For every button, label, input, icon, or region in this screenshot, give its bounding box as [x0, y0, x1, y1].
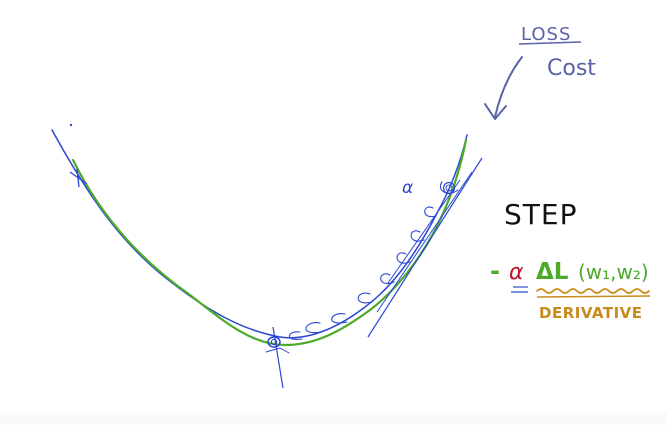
cost-label: Cost: [547, 56, 596, 81]
formula-alpha: α: [509, 260, 524, 285]
derivative-underline: [536, 295, 651, 298]
loss-underline: [518, 41, 582, 45]
alpha-label: α: [402, 178, 413, 198]
loss-label: LOSS: [521, 24, 571, 45]
minus-underline: [511, 286, 528, 293]
bottom-band: [0, 412, 667, 425]
minimum-marker: [265, 326, 290, 389]
derivative-label: DERIVATIVE: [539, 304, 643, 322]
start-point-x: [69, 168, 88, 188]
loss-curve-blue: [51, 129, 468, 339]
arrow-to-curve: [484, 56, 523, 120]
upper-step-marker: [440, 181, 459, 195]
formula-gradient: ΔL: [536, 259, 569, 285]
loss-curve-green: [71, 138, 468, 347]
formula-minus: -: [490, 257, 500, 285]
step-heading: STEP: [504, 198, 577, 231]
step-loops: [288, 206, 437, 341]
formula-weights: (w₁,w₂): [578, 260, 649, 284]
stray-dot: [69, 123, 73, 127]
derivative-wavy-underline: [536, 288, 650, 294]
tangent-lines: [367, 157, 483, 338]
